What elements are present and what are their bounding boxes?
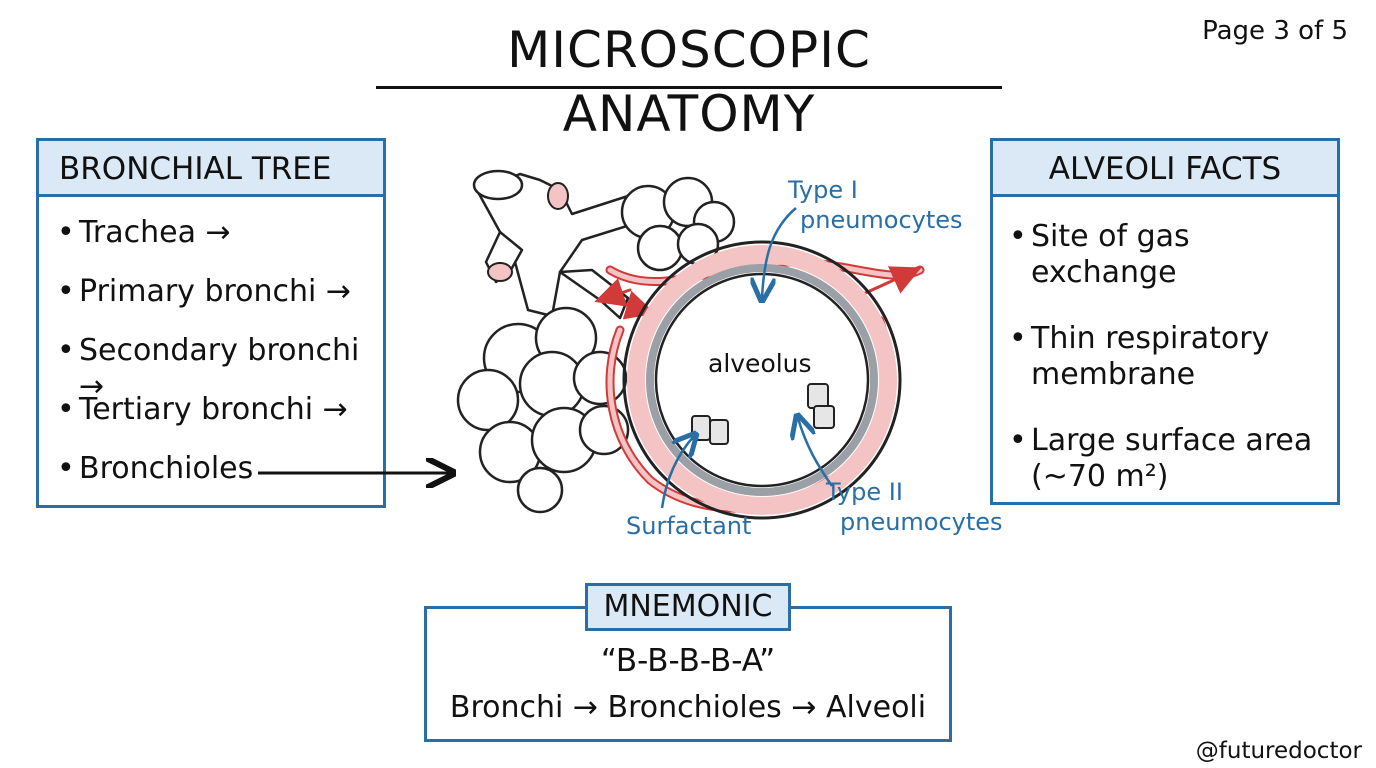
bronchial-item-tertiary: Tertiary bronchi → [79, 392, 348, 427]
bullet-icon: • [57, 333, 75, 368]
mnemonic-heading: MNEMONIC [585, 583, 791, 631]
type-i-pointer [762, 207, 797, 298]
alveolus-epithelium [646, 264, 878, 496]
trachea-opening [472, 169, 524, 201]
page-title: MICROSCOPIC ANATOMY [507, 21, 871, 143]
bronchial-item-secondary: Secondary bronchi → [79, 333, 360, 404]
surfactant-label: Surfactant [626, 512, 751, 540]
alveoli-facts-heading: ALVEOLI FACTS [993, 141, 1337, 197]
alveolus-inner-wall [654, 272, 870, 488]
mnemonic-quote: “B-B-B-B-A” [600, 643, 776, 679]
list-item: •Large surface area (~70 m²) [1009, 423, 1327, 495]
title-underline [376, 86, 1002, 89]
bullet-icon: • [57, 215, 75, 250]
alveoli-fact-gas-exchange: Site of gas exchange [1031, 219, 1190, 290]
type-i-label-line2: pneumocytes [800, 206, 963, 234]
type-i-label: Type I [787, 176, 858, 204]
bronchial-tree-heading: BRONCHIAL TREE [39, 141, 383, 197]
list-item: •Site of gas exchange [1009, 219, 1327, 291]
alveolus-capillary-ring [627, 245, 897, 515]
alveolus-outer-wall [622, 240, 902, 520]
list-item: •Bronchioles [57, 451, 383, 510]
bullet-icon: • [57, 451, 75, 486]
alveolus-label: alveolus [708, 349, 812, 378]
list-item: •Tertiary bronchi → [57, 392, 383, 451]
type-ii-cells-left [691, 415, 729, 445]
airway-branches [476, 172, 642, 320]
bronchial-item-primary: Primary bronchi → [79, 274, 352, 309]
type-ii-pointer [798, 418, 834, 487]
surfactant-pointer [660, 436, 694, 509]
alveoli-fact-membrane: Thin respiratory membrane [1031, 321, 1270, 392]
mnemonic-sequence: Bronchi → Bronchioles → Alveoli [449, 690, 927, 725]
bronchial-tree-list: •Trachea → •Primary bronchi → •Secondary… [39, 197, 383, 510]
alveoli-facts-panel: ALVEOLI FACTS •Site of gas exchange •Thi… [990, 138, 1340, 505]
type-ii-label: Type II [825, 478, 903, 506]
bronchial-tree-panel: BRONCHIAL TREE •Trachea → •Primary bronc… [36, 138, 386, 508]
alveoli-fact-surface-area: Large surface area (~70 m²) [1031, 423, 1313, 494]
bronchus-opening-left [487, 262, 513, 282]
author-handle: @futuredoctor [1195, 738, 1362, 764]
capillary-network [594, 257, 925, 513]
bronchus-opening-right [547, 182, 569, 210]
bullet-icon: • [1009, 423, 1027, 458]
type-ii-label-line2: pneumocytes [840, 508, 1003, 536]
page-indicator: Page 3 of 5 [1202, 16, 1348, 46]
bullet-icon: • [57, 392, 75, 427]
bronchial-item-trachea: Trachea → [79, 215, 231, 250]
type-ii-cells-right [807, 383, 835, 429]
bronchial-item-bronchioles: Bronchioles [79, 451, 254, 486]
alveolar-sac-cluster-left [456, 306, 630, 514]
alveolar-sac-cluster-top [620, 176, 736, 272]
list-item: •Primary bronchi → [57, 274, 383, 333]
list-item: •Thin respiratory membrane [1009, 321, 1327, 393]
bullet-icon: • [57, 274, 75, 309]
list-item: •Secondary bronchi → [57, 333, 383, 404]
bullet-icon: • [1009, 219, 1027, 254]
list-item: •Trachea → [57, 215, 383, 274]
bullet-icon: • [1009, 321, 1027, 356]
alveoli-facts-list: •Site of gas exchange •Thin respiratory … [993, 197, 1337, 495]
